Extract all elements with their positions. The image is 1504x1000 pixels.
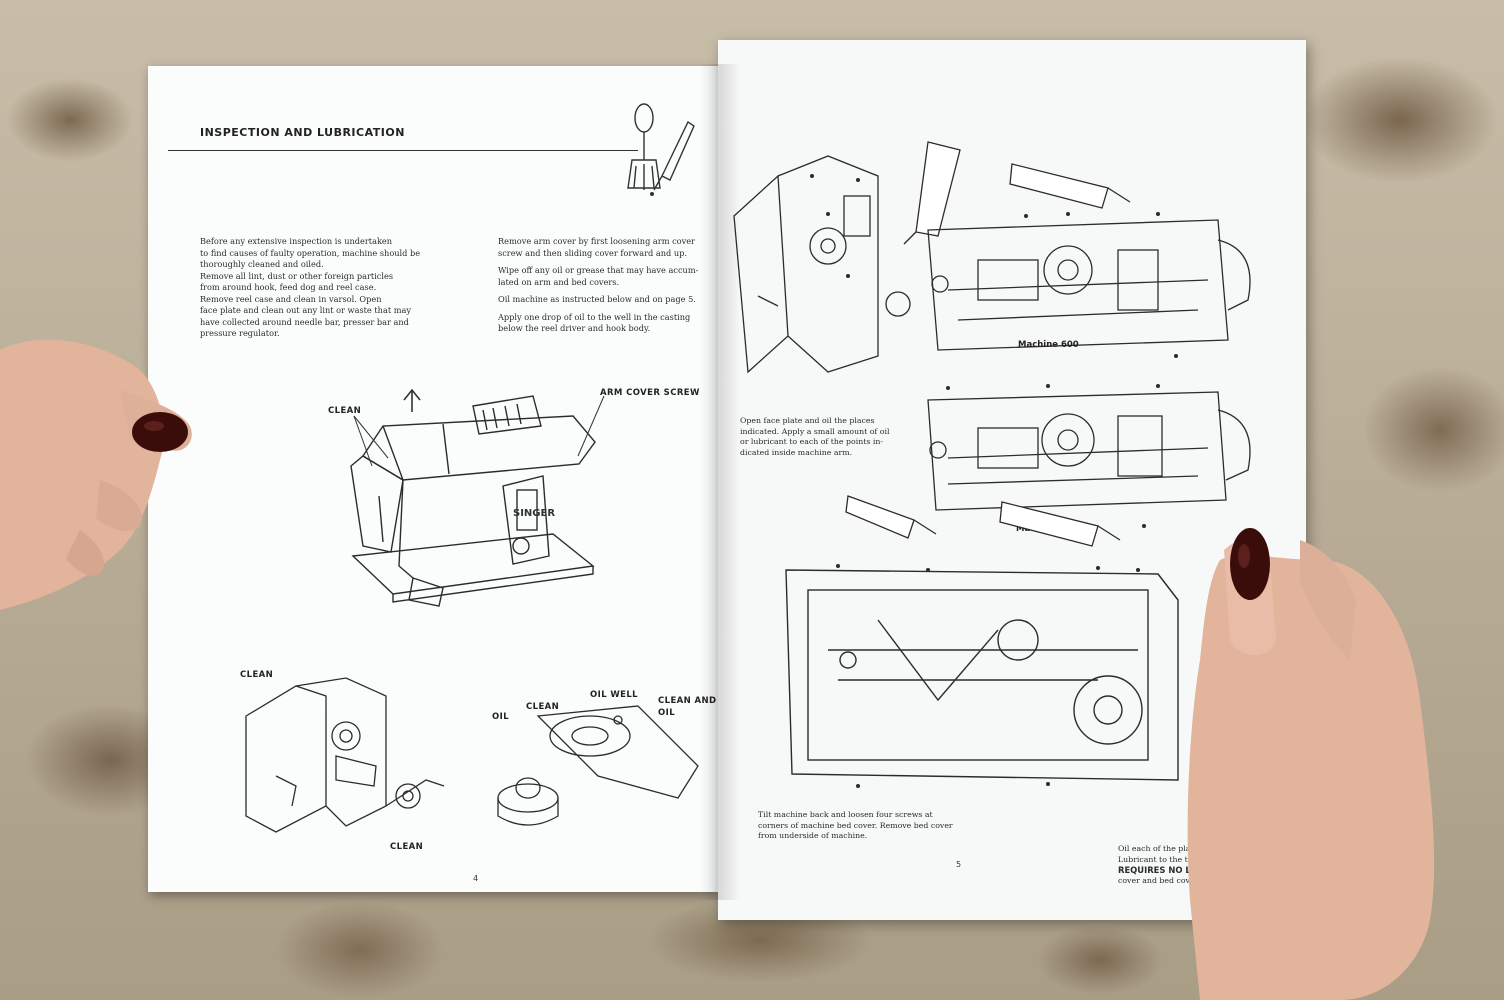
text-line: or lubricant to each of the points in- (740, 437, 883, 446)
text-line: thoroughly cleaned and oiled. (200, 259, 324, 269)
text-line: Apply one drop of oil to the well in the… (498, 311, 691, 322)
text-line: cover and bed cover. (1118, 875, 1200, 885)
text-line: face plate and clean out any lint or was… (200, 305, 411, 315)
text-line: corners of machine bed cover. Remove bed… (758, 820, 953, 830)
text-line: have collected around needle bar, presse… (200, 316, 409, 327)
page-header: INSPECTION AND LUBRICATION (200, 126, 405, 139)
right-hand-holding-book (1187, 528, 1435, 1000)
label-clean-bottom: CLEAN (390, 842, 424, 852)
machine-603-illustration (927, 384, 1251, 528)
text-line: lated on arm and bed covers. (498, 276, 620, 287)
text-line: Oil machine as instructed below and on p… (498, 294, 696, 304)
label-clean-and-oil-2: OIL (658, 708, 676, 718)
header-rule (168, 150, 638, 151)
left-hand-holding-book (0, 339, 192, 610)
text-line: pressure regulator. (200, 328, 280, 338)
page-number-right: 5 (956, 860, 962, 869)
tilt-machine-instructions: Tilt machine back and loosen four screws… (758, 810, 998, 842)
left-column-text: Before any extensive inspection is under… (200, 236, 470, 340)
hook-and-oil-well-illustration (497, 705, 699, 826)
face-plate-instructions: Open face plate and oil the places indic… (740, 416, 900, 458)
label-oil: OIL (492, 712, 510, 722)
leader-lines (353, 388, 605, 467)
text-line: Remove reel case and clean in varsol. Op… (200, 293, 382, 304)
page-number-left: 4 (473, 874, 479, 883)
lubricant-tube-icon (845, 495, 937, 539)
machine-600-illustration (927, 212, 1251, 358)
text-line: Open face plate and oil the places (740, 416, 875, 425)
text-line: Wipe off any oil or grease that may have… (498, 265, 699, 275)
brush-and-oiler-icon (627, 103, 695, 196)
text-line: dicated inside machine arm. (740, 447, 853, 457)
label-clean-mid: CLEAN (526, 702, 560, 712)
sewing-machine-illustration: SINGER (350, 395, 596, 607)
lubricant-tube-icon (1009, 163, 1131, 209)
caption-machine-600: Machine 600 (1018, 340, 1079, 350)
label-clean-and-oil-1: CLEAN AND (658, 696, 717, 706)
lubricant-tube-icon (999, 501, 1121, 547)
text-line: from underside of machine. (758, 831, 868, 840)
right-column-text: Remove arm cover by first loosening arm … (498, 236, 713, 335)
text-line: Tilt machine back and loosen four screws… (758, 810, 933, 819)
face-plate-illustration (245, 677, 445, 833)
text-line: to find causes of faulty operation, mach… (200, 247, 421, 258)
text-line: below the reel driver and hook body. (498, 323, 651, 333)
left-page: INSPECTION AND LUBRICATION Before any ex… (148, 66, 718, 892)
text-line: from around hook, feed dog and reel case… (200, 282, 377, 292)
text-line: Remove all lint, dust or other foreign p… (200, 270, 394, 281)
label-oil-well: OIL WELL (590, 690, 638, 700)
text-line: Before any extensive inspection is under… (200, 236, 393, 246)
label-clean-left: CLEAN (240, 670, 274, 680)
text-line: indicated. Apply a small amount of oil (740, 426, 890, 436)
lubricant-tube-icon (903, 141, 961, 245)
open-manual-booklet: INSPECTION AND LUBRICATION Before any ex… (140, 40, 1310, 920)
book-spine-shadow (700, 64, 740, 900)
text-line: screw and then sliding cover forward and… (498, 247, 687, 258)
svg-text:SINGER: SINGER (513, 508, 555, 519)
machine-underside-illustration (785, 564, 1179, 788)
label-clean-top: CLEAN (328, 406, 362, 416)
label-arm-cover-screw: ARM COVER SCREW (600, 388, 700, 398)
text-line: Remove arm cover by first loosening arm … (498, 236, 695, 246)
open-face-plate-illustration (733, 155, 911, 374)
